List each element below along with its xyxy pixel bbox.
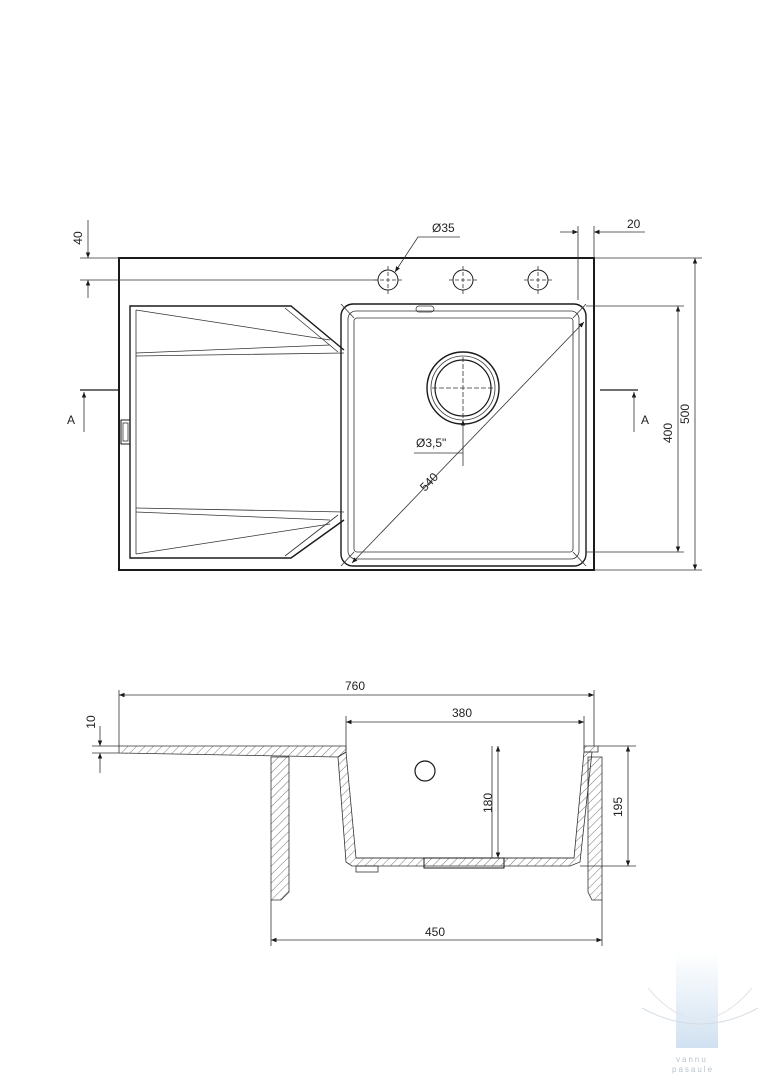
side-view: 760 380 10 <box>84 679 636 946</box>
overall-width-label: 760 <box>345 679 365 693</box>
bowl-width-label: 380 <box>452 706 472 720</box>
hole-diameter-callout: Ø35 <box>394 221 460 273</box>
offset-top-label: 40 <box>71 231 85 245</box>
rim-thickness-dimension: 10 <box>84 715 119 773</box>
drainer <box>120 305 345 559</box>
bowl-depth-label: 400 <box>661 423 675 443</box>
section-marker-right: A <box>600 389 649 432</box>
cabinet-width-label: 450 <box>425 925 445 939</box>
section-marker-left: A <box>67 389 119 432</box>
watermark-logo: vannu pasaule <box>641 952 759 1074</box>
bowl-height-label: 180 <box>481 793 495 813</box>
top-view: Ø35 Ø3,5" 540 40 20 <box>67 217 702 571</box>
drain-diameter-callout: Ø3,5" <box>414 420 466 466</box>
bowl-width-dimension: 380 <box>345 706 585 750</box>
offset-right-label: 20 <box>627 217 641 231</box>
tap-hole-3 <box>524 266 552 294</box>
total-height-label: 195 <box>611 797 625 817</box>
bowl-depth-dimension: 400 <box>586 305 684 553</box>
diagonal-dimension: 540 <box>351 321 585 564</box>
watermark-line1: vannu <box>676 1055 708 1064</box>
bowl <box>340 303 587 567</box>
bowl-section <box>337 746 593 873</box>
cabinet-walls <box>270 756 603 901</box>
rim-section <box>118 745 599 758</box>
overall-width-dimension: 760 <box>118 679 595 746</box>
overall-depth-label: 500 <box>678 404 692 424</box>
drain <box>426 351 500 425</box>
rim-thickness-label: 10 <box>84 715 98 729</box>
watermark-line2: pasaule <box>672 1065 714 1074</box>
drain-outlet <box>423 857 505 869</box>
hole-diameter-label: Ø35 <box>432 221 455 235</box>
total-height-dimension: 195 <box>580 745 636 867</box>
tap-hole-2 <box>449 266 477 294</box>
overflow-slot <box>120 419 131 445</box>
drain-diameter-label: Ø3,5" <box>416 436 446 450</box>
bowl-height-dimension: 180 <box>481 746 501 858</box>
section-left-label: A <box>67 413 75 427</box>
section-right-label: A <box>641 413 649 427</box>
overall-depth-dimension: 500 <box>594 257 702 571</box>
sink-outline <box>118 257 595 571</box>
bowl-overflow <box>415 305 435 313</box>
offset-top-dimension: 40 <box>71 220 378 298</box>
offset-right-dimension: 20 <box>560 217 645 300</box>
diagonal-label: 540 <box>417 470 441 494</box>
cabinet-width-dimension: 450 <box>270 900 603 946</box>
overflow-hole <box>414 760 436 782</box>
tap-hole-1 <box>374 266 402 294</box>
